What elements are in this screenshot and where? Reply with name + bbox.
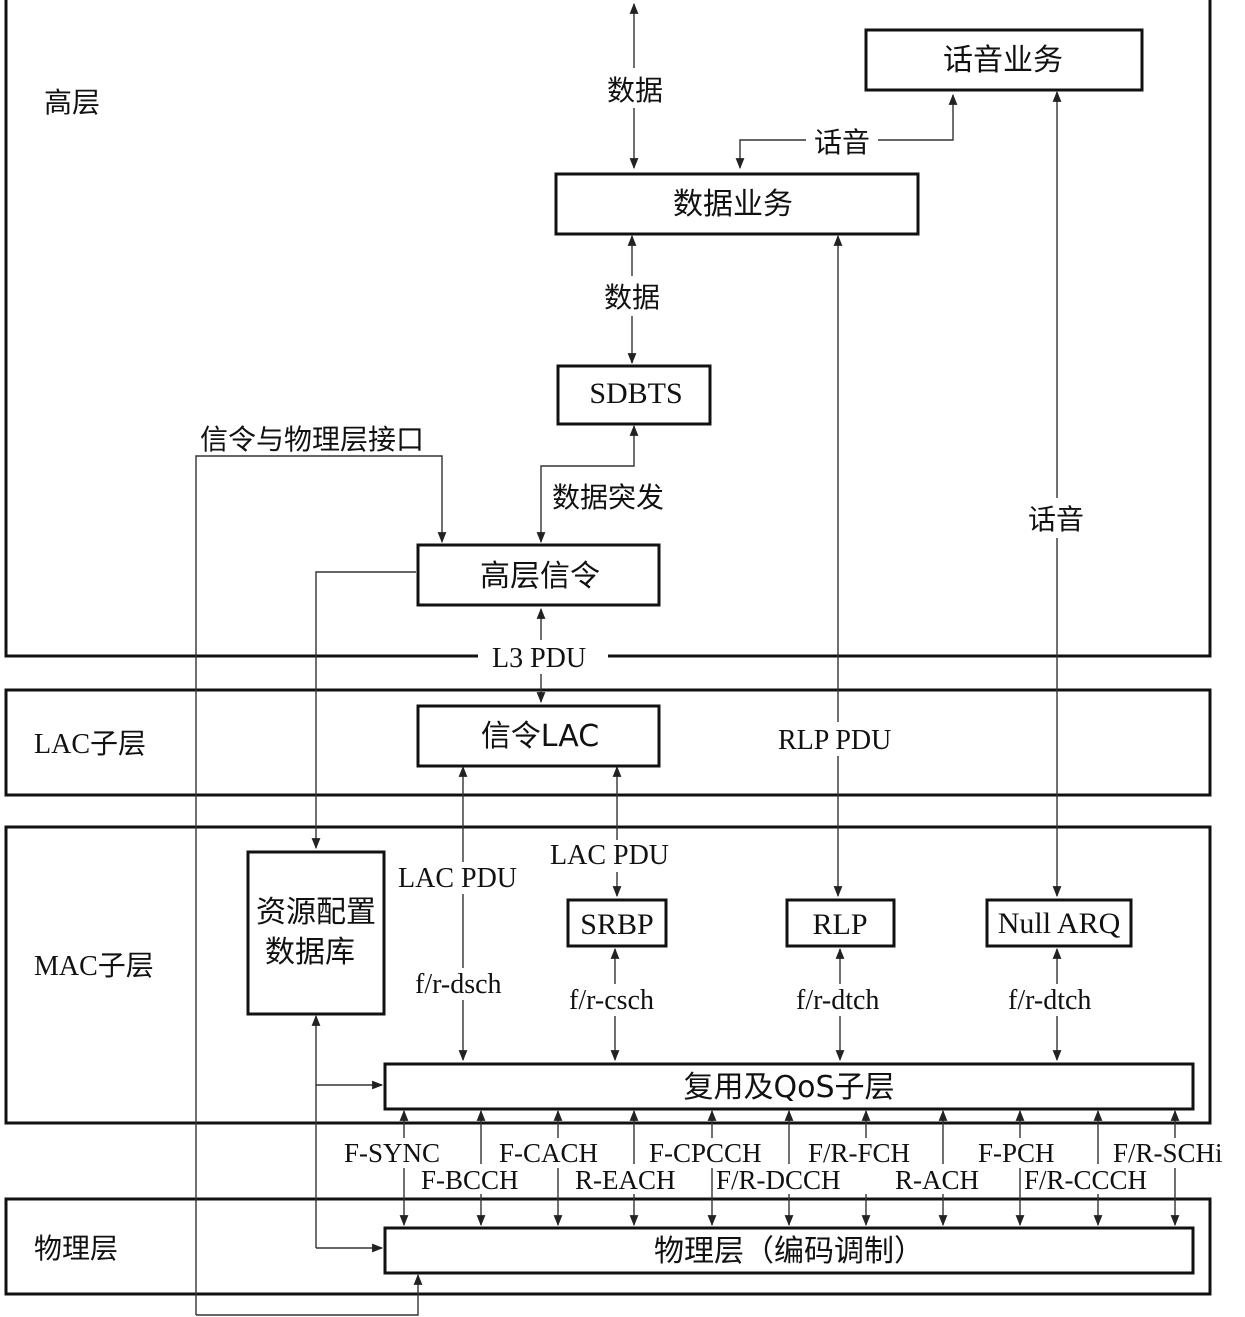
resource-db-label-line1: 资源配置 (256, 895, 376, 930)
upper-layer-title: 高层 (44, 86, 100, 119)
data-service-label: 数据业务 (673, 187, 793, 222)
phy-layer-title: 物理层 (34, 1232, 118, 1265)
channel-label: F/R-DCCH (716, 1165, 841, 1195)
phy-layer-frame (4, 1197, 1212, 1296)
channel-label: F/R-SCHi (1113, 1138, 1223, 1168)
sdbts-label: SDBTS (589, 377, 682, 410)
data-service-box (554, 172, 920, 236)
label-bg (774, 722, 908, 756)
srbp-box (566, 898, 668, 948)
upper-signaling-box (416, 543, 661, 607)
null-arq-box (985, 898, 1133, 948)
label-bg (548, 840, 686, 872)
label-bg (572, 1164, 702, 1194)
label-bg (340, 1138, 460, 1168)
voice-mid-label: 话音 (814, 126, 870, 159)
channel-label: R-ACH (895, 1165, 979, 1195)
csch-label: f/r-csch (569, 985, 654, 1016)
channel-labels-row1: F-SYNC F-CACH F-CPCCH F/R-FCH F-PCH F/R-… (340, 1138, 1244, 1168)
label-bg (496, 1138, 622, 1168)
lac-pdu-right-label: LAC PDU (550, 840, 669, 871)
srbp-label: SRBP (580, 908, 653, 941)
channel-labels-row2: F-BCCH R-EACH F/R-DCCH R-ACH F/R-CCCH (418, 1164, 1174, 1195)
label-bg (1020, 498, 1092, 538)
lac-pdu-left-label: LAC PDU (398, 863, 517, 894)
channel-label: F-SYNC (344, 1138, 440, 1168)
data-burst-label: 数据突发 (552, 481, 664, 514)
dsch-label: f/r-dsch (415, 969, 502, 1000)
data-burst-arrow (536, 424, 639, 544)
label-bg (794, 984, 896, 1016)
phy-codec-label: 物理层（编码调制） (654, 1234, 924, 1269)
label-bg (418, 1164, 542, 1194)
null-arq-label: Null ARQ (998, 907, 1121, 940)
label-bg (646, 1138, 786, 1168)
label-bg (1006, 984, 1108, 1016)
signaling-to-db-arrow (311, 571, 416, 850)
data-top-label: 数据 (607, 74, 663, 107)
mux-qos-box (383, 1062, 1195, 1111)
label-bg (806, 1138, 936, 1168)
dtch-rlp-label: f/r-dtch (796, 985, 879, 1016)
channel-label: F-CACH (499, 1138, 598, 1168)
channel-label: R-EACH (575, 1165, 676, 1195)
label-bg (892, 1164, 998, 1194)
voice-right-label: 话音 (1028, 503, 1084, 536)
resource-db-label-line2: 数据库 (265, 935, 355, 970)
resource-db-box (246, 850, 386, 1016)
signaling-lac-label: 信令LAC (481, 719, 599, 754)
voice-service-label: 话音业务 (943, 43, 1063, 78)
dtch-null-label: f/r-dtch (1008, 985, 1091, 1016)
label-bg (806, 122, 878, 160)
mac-layer-frame (4, 825, 1212, 1125)
signaling-lac-box (416, 704, 661, 768)
label-bg (1110, 1138, 1244, 1168)
label-bg (567, 984, 669, 1016)
channel-label: F/R-FCH (808, 1138, 910, 1168)
lac-layer-title: LAC子层 (34, 729, 146, 760)
label-bg (976, 1138, 1074, 1168)
signal-phy-iface-label: 信令与物理层接口 (200, 423, 424, 456)
label-bg (396, 862, 534, 894)
channel-label: F/R-CCCH (1024, 1165, 1147, 1195)
mac-layer-title: MAC子层 (34, 951, 154, 982)
phy-codec-box (383, 1226, 1195, 1275)
sdbts-box (556, 364, 712, 426)
mux-qos-label: 复用及QoS子层 (683, 1070, 894, 1105)
upper-signaling-label: 高层信令 (480, 559, 600, 594)
l3-pdu-label: L3 PDU (492, 643, 586, 674)
label-bg (597, 276, 667, 316)
rlp-box (785, 898, 896, 948)
lac-layer-frame (4, 688, 1212, 797)
label-bg (1022, 1164, 1174, 1194)
rlp-label: RLP (812, 908, 867, 941)
label-bg (714, 1164, 870, 1194)
label-bg (412, 968, 518, 1000)
data-mid-label: 数据 (604, 281, 660, 314)
signal-phy-iface-bottom (196, 1273, 423, 1316)
channel-label: F-CPCCH (649, 1138, 762, 1168)
signal-phy-iface-line (195, 455, 447, 1315)
voice-service-box (864, 28, 1144, 92)
label-bg (600, 68, 670, 108)
channel-label: F-PCH (978, 1138, 1055, 1168)
label-bg (478, 640, 608, 674)
channel-label: F-BCCH (421, 1165, 519, 1195)
rlp-pdu-label: RLP PDU (778, 725, 891, 756)
